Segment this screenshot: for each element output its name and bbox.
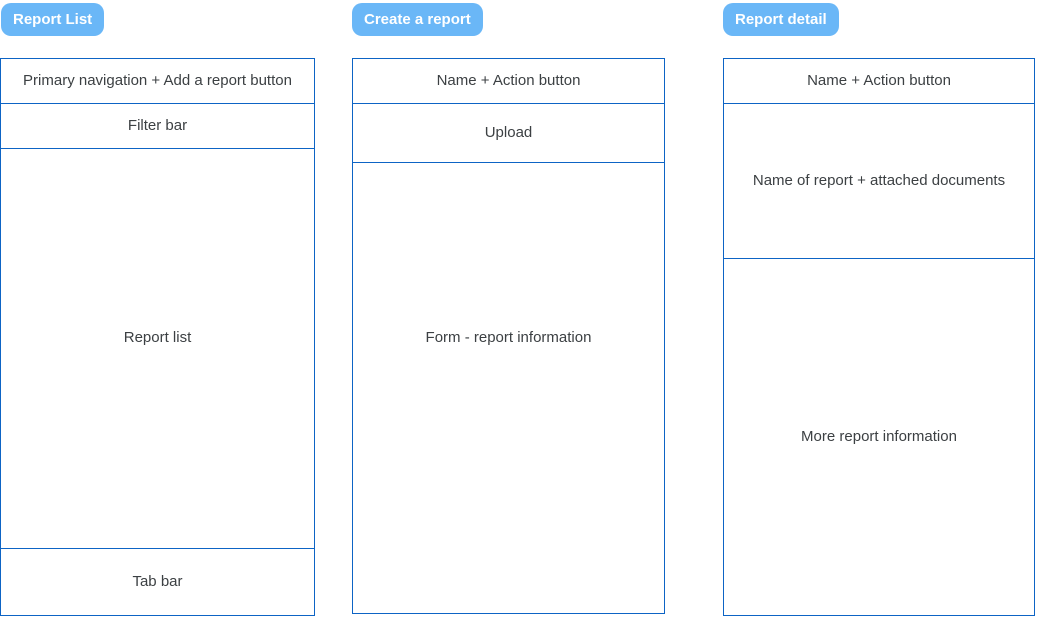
tab-bar-section: Tab bar — [1, 549, 314, 615]
more-report-info-section: More report information — [724, 259, 1034, 615]
name-action-label-detail: Name + Action button — [807, 71, 951, 89]
primary-nav-section: Primary navigation + Add a report button — [1, 59, 314, 104]
report-list-section: Report list — [1, 149, 314, 549]
report-detail-screen-panel: Name + Action button Name of report + at… — [723, 58, 1035, 616]
report-detail-badge: Report detail — [723, 3, 839, 36]
form-report-info-label: Form - report information — [425, 328, 592, 346]
report-list-label: Report list — [123, 329, 192, 347]
upload-section: Upload — [353, 104, 664, 163]
upload-label: Upload — [484, 123, 533, 141]
name-action-section-detail: Name + Action button — [724, 59, 1034, 104]
name-action-label-create: Name + Action button — [436, 71, 581, 89]
filter-bar-label: Filter bar — [127, 116, 188, 134]
tab-bar-label: Tab bar — [132, 572, 183, 590]
form-report-info-section: Form - report information — [353, 163, 664, 613]
create-report-screen-panel: Name + Action button Upload Form - repor… — [352, 58, 665, 614]
more-report-info-label: More report information — [801, 427, 957, 445]
report-name-documents-label: Name of report + attached documents — [752, 171, 1006, 189]
report-name-documents-section: Name of report + attached documents — [724, 104, 1034, 259]
report-list-screen-panel: Primary navigation + Add a report button… — [0, 58, 315, 616]
primary-nav-label: Primary navigation + Add a report button — [23, 71, 292, 89]
filter-bar-section: Filter bar — [1, 104, 314, 149]
report-list-badge: Report List — [1, 3, 105, 36]
create-report-badge: Create a report — [352, 3, 483, 36]
name-action-section-create: Name + Action button — [353, 59, 664, 104]
